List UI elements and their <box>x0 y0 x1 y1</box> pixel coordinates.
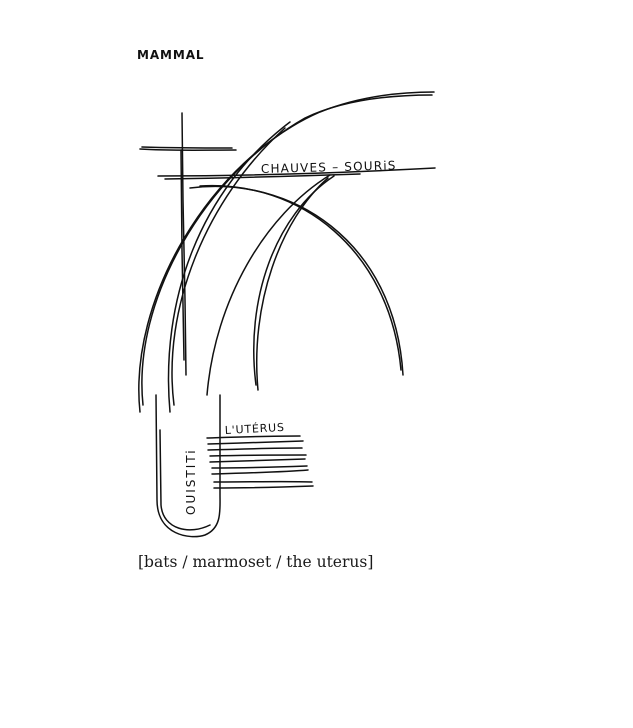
outer-arch-4 <box>171 127 286 406</box>
label-uterus: L'UTÉRUS <box>224 421 285 437</box>
section-heading: MAMMAL <box>137 48 205 62</box>
right-arch-2 <box>199 184 402 371</box>
inner-arch-2 <box>253 175 335 386</box>
uterus-line-1 <box>206 435 301 439</box>
uterus-line-2 <box>207 440 304 445</box>
inner-arch-3 <box>255 177 329 391</box>
cross-vertical-stroke-2 <box>180 149 185 361</box>
uterus-line-4 <box>209 454 307 457</box>
figure-caption: [bats / marmoset / the uterus] <box>138 553 374 571</box>
marmoset-body <box>155 394 221 538</box>
inner-arch-1 <box>206 174 331 396</box>
outer-arch-2 <box>141 94 433 406</box>
marmoset-body-inner <box>159 429 211 531</box>
cross-horizontal-stroke-2 <box>141 146 233 149</box>
uterus-line-9 <box>213 485 314 489</box>
bats-baseline <box>157 167 436 177</box>
uterus-line-7 <box>211 469 309 475</box>
uterus-line-6 <box>211 465 308 469</box>
label-marmoset: OUISTITi <box>184 448 198 515</box>
uterus-line-5 <box>209 458 306 463</box>
label-bats: CHAUVES – SOURiS <box>261 158 397 176</box>
cross-horizontal-stroke <box>139 148 237 151</box>
outer-arch-1 <box>138 91 435 413</box>
cross-vertical-stroke <box>181 112 187 376</box>
outer-arch-3 <box>167 121 291 413</box>
bats-baseline-2 <box>164 173 361 180</box>
uterus-line-3 <box>207 447 303 451</box>
